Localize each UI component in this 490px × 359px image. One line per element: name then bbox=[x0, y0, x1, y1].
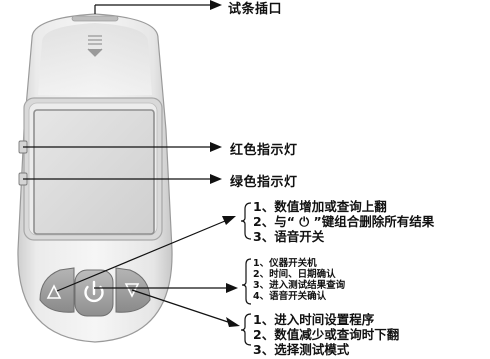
up-button[interactable] bbox=[39, 267, 75, 313]
up-button-notes: 1、数值增加或查询上翻 2、与“ ⏻ ”键组合删除所有结果 3、语音开关 bbox=[253, 199, 434, 244]
green-light-label: 绿色指示灯 bbox=[230, 175, 298, 190]
strip-port-arrow bbox=[94, 0, 222, 14]
power-note-3: 3、进入测试结果查询 bbox=[253, 280, 346, 291]
down-note-3: 3、选择测试模式 bbox=[253, 342, 350, 357]
up-note-1: 1、数值增加或查询上翻 bbox=[253, 199, 387, 214]
power-note-1: 1、仪器开关机 bbox=[253, 258, 317, 269]
triangle-down-icon bbox=[124, 283, 140, 298]
triangle-up-icon bbox=[46, 284, 62, 299]
lcd-screen bbox=[33, 109, 155, 235]
power-button-notes: 1、仪器开关机 2、时间、日期确认 3、进入测试结果查询 4、语音开关确认 bbox=[253, 258, 345, 302]
down-note-2: 2、数值减少或查询时下翻 bbox=[253, 327, 400, 342]
up-note-3: 3、语音开关 bbox=[253, 229, 325, 244]
up-note-2: 2、与“ ⏻ ”键组合删除所有结果 bbox=[253, 214, 435, 229]
down-note-1: 1、进入时间设置程序 bbox=[253, 312, 375, 327]
up-button-arrow bbox=[56, 216, 236, 292]
power-note-2: 2、时间、日期确认 bbox=[253, 269, 336, 280]
power-notes-brace bbox=[241, 258, 252, 305]
chevron-down-icon bbox=[87, 35, 103, 57]
strip-port-label: 试条插口 bbox=[228, 2, 283, 17]
red-light-label: 红色指示灯 bbox=[230, 143, 298, 158]
power-note-4: 4、语音开关确认 bbox=[253, 291, 327, 302]
down-button-notes: 1、进入时间设置程序 2、数值减少或查询时下翻 3、选择测试模式 bbox=[253, 312, 399, 357]
red-light-arrow bbox=[23, 142, 222, 152]
green-light-arrow bbox=[23, 174, 222, 184]
power-button-arrow bbox=[94, 283, 238, 293]
test-strip-slot bbox=[71, 15, 119, 57]
down-notes-brace bbox=[240, 313, 252, 346]
down-button-arrow bbox=[131, 289, 240, 327]
up-notes-brace bbox=[240, 202, 252, 240]
power-button[interactable] bbox=[74, 269, 114, 317]
